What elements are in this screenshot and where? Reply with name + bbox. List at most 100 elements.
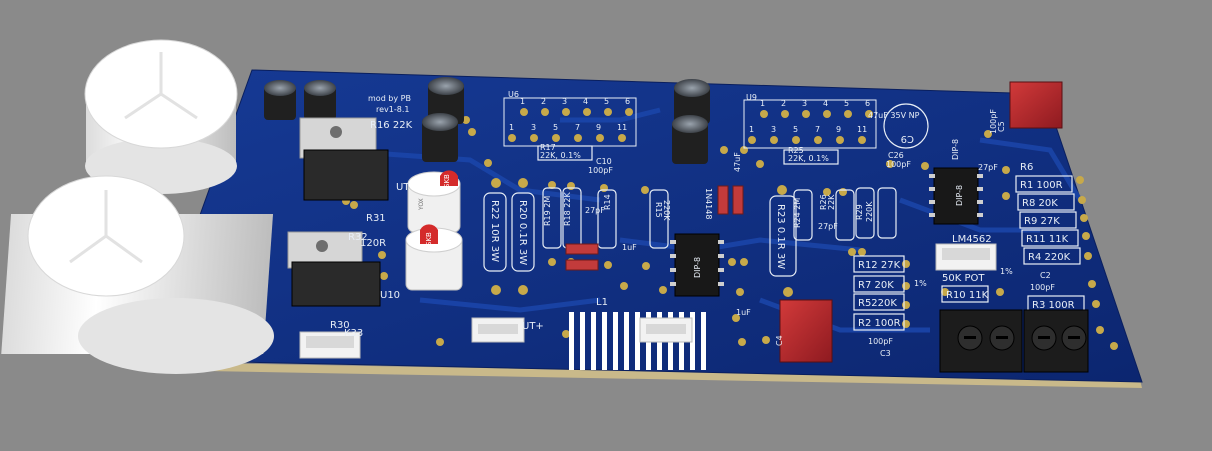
label-k33: K33 [344, 328, 363, 339]
signature-line1: mod by PB [368, 94, 411, 103]
u6-pin-label-b: 11 [617, 123, 627, 132]
u9-outline [743, 99, 877, 149]
label-c10-val: 100pF [588, 166, 613, 175]
label-c10: C10 [596, 157, 612, 166]
u9-pin-label: 5 [844, 99, 849, 108]
label-r10: R10 11K [946, 290, 989, 301]
label-np-cap-ref: C9 [901, 133, 914, 144]
label-l1: L1 [596, 297, 608, 308]
label-c3-val: 100pF [868, 337, 893, 346]
label-u10: U10 [380, 290, 400, 301]
label-pct-2: 1% [1000, 267, 1013, 276]
u6-pins: 1 2 3 4 5 6 1 3 5 7 9 11 [508, 97, 633, 142]
label-r20: R20 0.1R 3W [517, 200, 528, 265]
film-cap-c5 [1009, 81, 1063, 129]
u9-pin-label-b: 5 [793, 125, 798, 134]
label-c2-val: 100pF [1030, 283, 1055, 292]
u6-pin-label: 1 [520, 97, 525, 106]
signature-line2: rev1-8.1 [376, 105, 409, 114]
bulk-cap-top [84, 39, 238, 194]
label-r30: R30 [330, 320, 350, 331]
label-r5: R5220K [858, 298, 897, 309]
electrolytic-caps [264, 77, 710, 164]
label-27pf-c: 27pF [978, 163, 998, 172]
label-r7: R7 20K [858, 280, 894, 291]
label-r31: R31 [366, 213, 386, 224]
label-cap-sub: YOX [418, 198, 425, 211]
label-dip8-c: DIP-8 [951, 139, 960, 160]
label-r23: R23 0.1R 3W [775, 204, 786, 269]
connector-pot [935, 243, 997, 271]
transistor-top [299, 117, 389, 201]
screw-terminal-input [939, 309, 1023, 373]
u9-pin-label-b: 7 [815, 125, 820, 134]
label-u9: U9 [746, 93, 757, 102]
u9-pin-label-b: 1 [749, 125, 754, 134]
label-c26: C26 [888, 151, 904, 160]
label-27pf-b: 27pF [818, 222, 838, 231]
u9-pin-label-b: 11 [857, 125, 867, 134]
u9-pin-label: 4 [823, 99, 828, 108]
smd-parts [565, 185, 744, 271]
label-r9: R9 27K [1024, 216, 1060, 227]
label-r4: R4 220K [1028, 252, 1071, 263]
label-u6: U6 [508, 90, 519, 99]
cap-marking: SKB [443, 174, 451, 188]
dip8-label: DIP-8 [693, 257, 702, 278]
label-lm4562: LM4562 [952, 234, 992, 245]
polymer-cap-b: SKB [405, 224, 463, 291]
label-c5: C5 [997, 121, 1006, 132]
u6-pin-label: 6 [625, 97, 630, 106]
label-diode: 1N4148 [704, 188, 713, 219]
u9-pin-label: 1 [760, 99, 765, 108]
label-pot: 50K POT [942, 273, 985, 284]
label-r15-val: 220K [662, 200, 671, 221]
label-c2: C2 [1040, 271, 1051, 280]
label-r25: R25 [788, 146, 804, 155]
u6-pin-label: 2 [541, 97, 546, 106]
label-r29-val: 220K [865, 201, 874, 222]
u6-pin-label-b: 7 [575, 123, 580, 132]
label-r19: R19 2M [543, 196, 552, 226]
u6-pin-label: 3 [562, 97, 567, 106]
u6-pin-label-b: 3 [531, 123, 536, 132]
pcb-edge [148, 362, 1142, 388]
transistor-bottom [287, 231, 381, 307]
label-r16: R16 22K [370, 120, 413, 131]
u9-pin-label: 3 [802, 99, 807, 108]
dip8-chip-right: DIP-8 [929, 167, 983, 225]
label-r26-val: 22K [827, 194, 836, 210]
label-100pf-edge: 100pF [989, 109, 998, 134]
cap-marking: SKB [425, 232, 433, 246]
label-r1: R1 100R [1020, 180, 1063, 191]
label-r11: R11 11K [1026, 234, 1069, 245]
label-r17-val: 22K, 0.1% [540, 151, 581, 160]
label-r17: R17 [540, 143, 556, 152]
u6-pin-label: 5 [604, 97, 609, 106]
label-r14: R14 [603, 194, 612, 210]
label-r32: R32 [348, 232, 368, 243]
connector-out-plus [471, 317, 525, 343]
label-ut: UT [396, 182, 410, 193]
label-pct-1: 1% [914, 279, 927, 288]
u9-pin-label-b: 3 [771, 125, 776, 134]
label-r120: 120R [360, 238, 386, 249]
label-47uf: 47uF [733, 152, 742, 172]
np-cap-outline [883, 103, 929, 149]
label-1uf-b: 1uF [736, 308, 751, 317]
label-r29: R29 [855, 204, 864, 220]
label-c4: C4 [775, 335, 784, 346]
u6-pin-label-b: 5 [553, 123, 558, 132]
label-r12: R12 27K [858, 260, 901, 271]
label-27pf-a: 27pF [585, 206, 605, 215]
u9-pins: 1 2 3 4 5 6 1 3 5 7 9 11 [748, 99, 873, 144]
film-cap-c4 [779, 299, 833, 363]
label-r22: R22 10R 3W [489, 200, 500, 262]
label-r2: R2 100R [858, 318, 901, 329]
connector-left [299, 331, 361, 359]
screw-terminal-output [1023, 309, 1089, 373]
label-r15: R15 [654, 202, 663, 218]
dip8-chip-center: DIP-8 [670, 233, 724, 297]
u9-pin-label: 6 [865, 99, 870, 108]
